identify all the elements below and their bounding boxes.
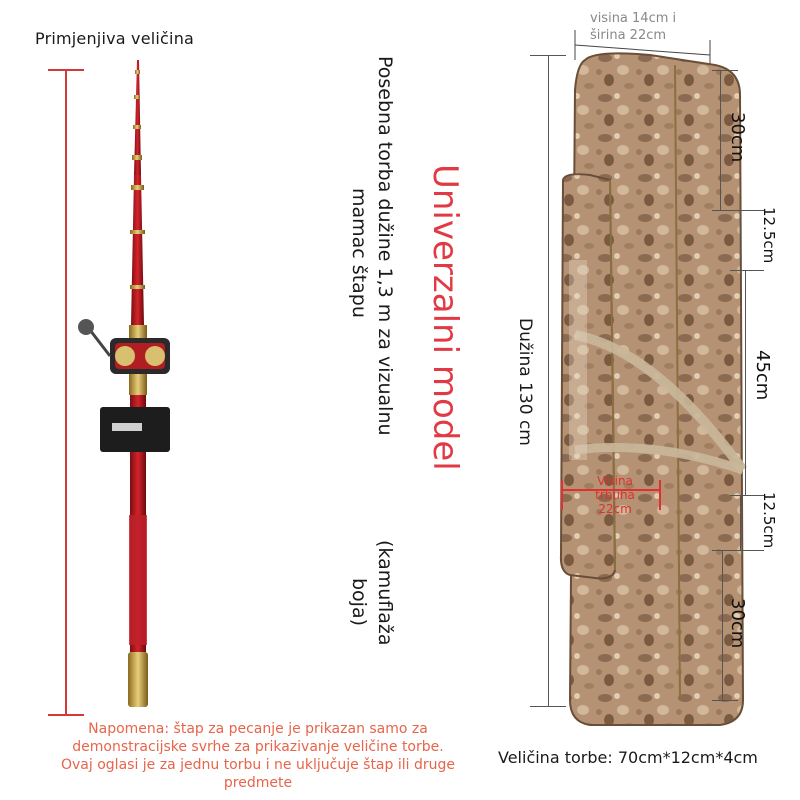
length-measure-bottom-tick <box>530 706 566 707</box>
dim-upper-gap: 12.5cm <box>760 207 778 264</box>
dim-line-upper-gap <box>740 210 741 270</box>
universal-model-heading: Univerzalni model <box>425 164 465 471</box>
dim-tick-4 <box>730 495 764 496</box>
dim-tick-3 <box>730 270 764 271</box>
top-dimension-label: visina 14cm i širina 22cm <box>590 11 677 43</box>
dim-bottom-section: 30cm <box>727 598 748 649</box>
dim-line-bottom <box>722 550 723 700</box>
dim-line-top <box>720 70 721 210</box>
dim-tick-2 <box>712 210 764 211</box>
color-note-line-2: boja) <box>348 578 370 627</box>
dim-middle-section: 45cm <box>752 350 773 401</box>
description-line-1: Posebna torba dužine 1,3 m za vizualnu <box>374 56 396 436</box>
bag-size-label: Veličina torbe: 70cm*12cm*4cm <box>498 748 758 767</box>
belly-height-marker <box>561 480 661 510</box>
camo-bag-image <box>559 52 748 726</box>
rod-measure-line <box>65 70 67 715</box>
dim-tick-1 <box>712 70 738 71</box>
length-measure-line <box>548 55 549 707</box>
dim-lower-gap: 12.5cm <box>760 492 778 549</box>
length-measure-top-tick <box>530 55 566 56</box>
dim-top-section: 30cm <box>727 112 748 163</box>
length-label: Dužina 130 cm <box>515 318 535 446</box>
rod-measure-bottom-tick <box>48 714 84 716</box>
fishing-rod-image <box>78 60 170 707</box>
dim-line-middle <box>745 270 746 495</box>
dim-tick-5 <box>712 550 764 551</box>
rod-measure-top-tick <box>48 69 84 71</box>
belly-height-label: Visina trbuha 22cm <box>595 474 635 516</box>
dim-tick-6 <box>712 700 738 701</box>
color-note-line-1: (kamuflaža <box>374 540 396 646</box>
description-line-2: mamac štapu <box>348 188 370 318</box>
disclaimer-note: Napomena: štap za pecanje je prikazan sa… <box>61 721 455 791</box>
rod-size-title: Primjenjiva veličina <box>35 29 195 48</box>
dim-line-lower-gap <box>740 495 741 550</box>
